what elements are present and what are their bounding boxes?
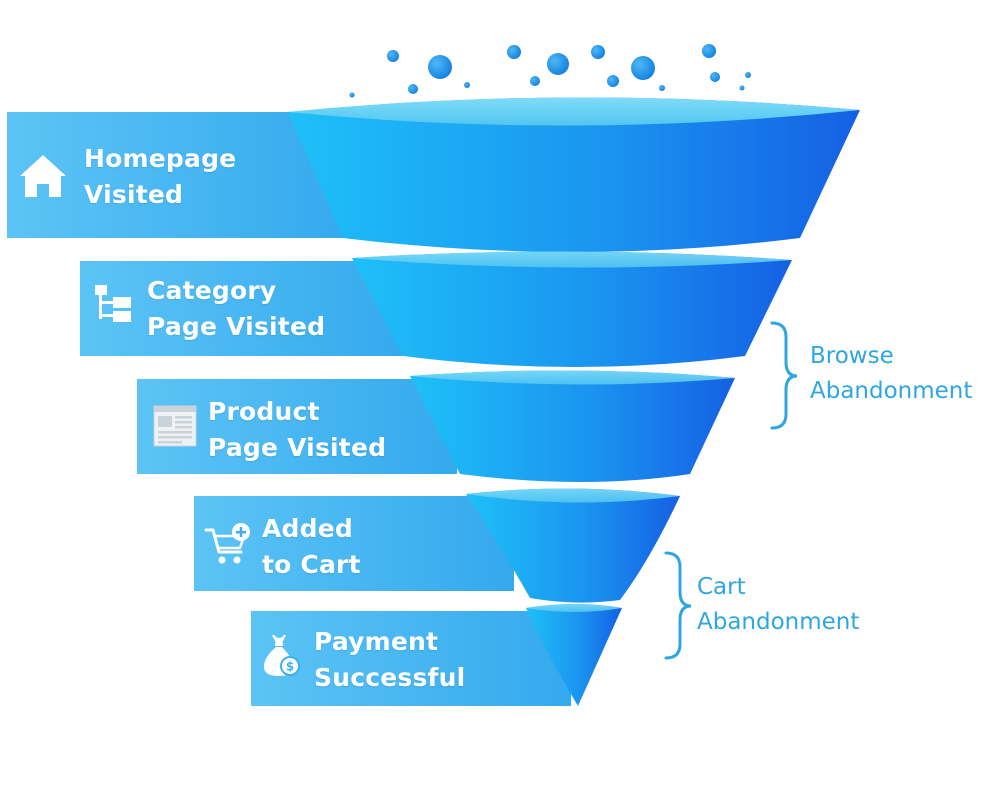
bubble xyxy=(507,45,521,59)
bubble xyxy=(408,84,418,94)
funnel-segment-5 xyxy=(526,604,622,706)
stage-label-payment: Payment Successful xyxy=(314,624,465,696)
funnel-segment-2 xyxy=(352,251,792,367)
stage-label-line1: Added xyxy=(262,514,353,543)
bubble xyxy=(387,50,399,62)
bubble xyxy=(464,82,470,88)
funnel-segment-3 xyxy=(410,370,735,482)
bubble xyxy=(349,92,355,98)
product-page-icon xyxy=(153,405,197,447)
bubble xyxy=(428,55,452,79)
cart-abandonment-label: Cart Abandonment xyxy=(697,570,859,640)
stage-label-line2: Page Visited xyxy=(208,433,387,462)
bracket-label-line2: Abandonment xyxy=(697,609,860,635)
home-icon xyxy=(18,153,68,199)
stage-label-line2: to Cart xyxy=(262,550,361,579)
funnel-segment-1 xyxy=(288,97,860,253)
stage-band-cart xyxy=(194,496,514,591)
bubbles xyxy=(349,44,751,98)
stage-label-line2: Visited xyxy=(84,180,184,209)
bracket-label-line1: Cart xyxy=(697,574,746,600)
bubble xyxy=(659,85,665,91)
stage-band-category xyxy=(80,261,410,356)
funnel-segment-4 xyxy=(466,488,680,603)
stage-label-line1: Product xyxy=(208,397,320,426)
stage-label-line1: Category xyxy=(147,276,277,305)
bracket-label-line1: Browse xyxy=(810,343,894,369)
browse-abandonment-bracket xyxy=(770,321,798,430)
money-bag-icon: $ xyxy=(262,632,302,678)
bubble xyxy=(530,76,540,86)
stage-label-line2: Page Visited xyxy=(147,312,326,341)
cart-add-icon xyxy=(204,522,252,568)
bubble xyxy=(591,45,605,59)
browse-abandonment-label: Browse Abandonment xyxy=(810,339,972,409)
bubble xyxy=(710,72,720,82)
svg-text:$: $ xyxy=(286,660,294,674)
bubble xyxy=(739,85,745,91)
sitemap-icon xyxy=(93,283,135,325)
bubble xyxy=(547,53,569,75)
stage-label-product: Product Page Visited xyxy=(208,394,386,466)
bracket-label-line2: Abandonment xyxy=(810,378,973,404)
stage-label-category: Category Page Visited xyxy=(147,273,325,345)
stage-label-line2: Successful xyxy=(314,663,466,692)
cart-abandonment-bracket xyxy=(664,551,692,660)
bubble xyxy=(702,44,716,58)
stage-label-line1: Payment xyxy=(314,627,439,656)
bubble xyxy=(607,75,619,87)
stage-label-cart: Added to Cart xyxy=(262,511,361,583)
bubble xyxy=(745,72,751,78)
stage-label-homepage: Homepage Visited xyxy=(84,141,236,213)
stage-label-line1: Homepage xyxy=(84,144,237,173)
stage-band-payment xyxy=(251,611,571,706)
bubble xyxy=(631,56,655,80)
